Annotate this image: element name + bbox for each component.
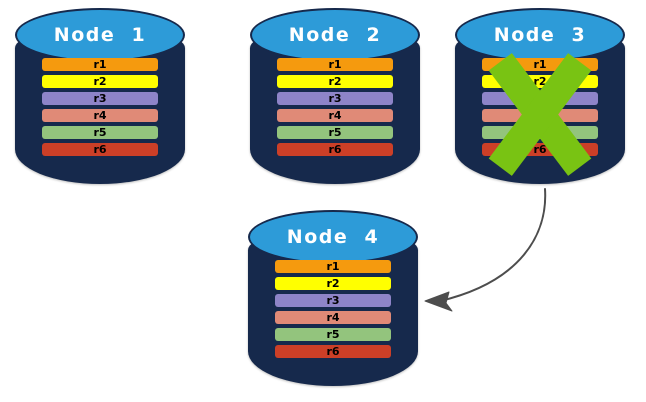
node-4-replica-r3[interactable]: r3 xyxy=(275,294,391,307)
node-3-replica-r6[interactable]: r6 xyxy=(482,143,598,156)
node-1[interactable]: Node 1 r1 r2 r3 r4 r5 r6 xyxy=(15,8,185,184)
node-1-replica-r6[interactable]: r6 xyxy=(42,143,158,156)
node-3-replica-list: r1 r2 r3 r4 r5 r6 xyxy=(482,58,598,160)
node-3-replica-r1[interactable]: r1 xyxy=(482,58,598,71)
node-1-title: Node 1 xyxy=(53,24,147,46)
node-4-replica-list: r1 r2 r3 r4 r5 r6 xyxy=(275,260,391,362)
node-3[interactable]: Node 3 r1 r2 r3 r4 r5 r6 xyxy=(455,8,625,184)
node-2-replica-r1[interactable]: r1 xyxy=(277,58,393,71)
node-4-replica-r5[interactable]: r5 xyxy=(275,328,391,341)
node-1-replica-list: r1 r2 r3 r4 r5 r6 xyxy=(42,58,158,160)
node-2-cylinder-top xyxy=(250,8,420,62)
node-2-replica-r2[interactable]: r2 xyxy=(277,75,393,88)
node-1-cylinder-top xyxy=(15,8,185,62)
node-3-replica-r5[interactable]: r5 xyxy=(482,126,598,139)
node-4-replica-r6[interactable]: r6 xyxy=(275,345,391,358)
node-4-replica-r4[interactable]: r4 xyxy=(275,311,391,324)
node-4-replica-r2[interactable]: r2 xyxy=(275,277,391,290)
node-1-replica-r4[interactable]: r4 xyxy=(42,109,158,122)
node-3-title: Node 3 xyxy=(493,24,587,46)
node-1-replica-r3[interactable]: r3 xyxy=(42,92,158,105)
node-2[interactable]: Node 2 r1 r2 r3 r4 r5 r6 xyxy=(250,8,420,184)
node-1-replica-r2[interactable]: r2 xyxy=(42,75,158,88)
node-4-replica-r1[interactable]: r1 xyxy=(275,260,391,273)
node-3-replica-r3[interactable]: r3 xyxy=(482,92,598,105)
node-4-title: Node 4 xyxy=(286,226,380,248)
failover-arrow-head xyxy=(424,291,453,312)
node-4[interactable]: Node 4 r1 r2 r3 r4 r5 r6 xyxy=(248,210,418,386)
failover-arrow-line xyxy=(439,188,547,302)
node-3-replica-r4[interactable]: r4 xyxy=(482,109,598,122)
node-1-replica-r5[interactable]: r5 xyxy=(42,126,158,139)
node-3-replica-r2[interactable]: r2 xyxy=(482,75,598,88)
node-1-replica-r1[interactable]: r1 xyxy=(42,58,158,71)
node-2-replica-r5[interactable]: r5 xyxy=(277,126,393,139)
node-2-replica-list: r1 r2 r3 r4 r5 r6 xyxy=(277,58,393,160)
node-2-replica-r3[interactable]: r3 xyxy=(277,92,393,105)
node-2-replica-r6[interactable]: r6 xyxy=(277,143,393,156)
node-2-replica-r4[interactable]: r4 xyxy=(277,109,393,122)
node-2-title: Node 2 xyxy=(288,24,382,46)
